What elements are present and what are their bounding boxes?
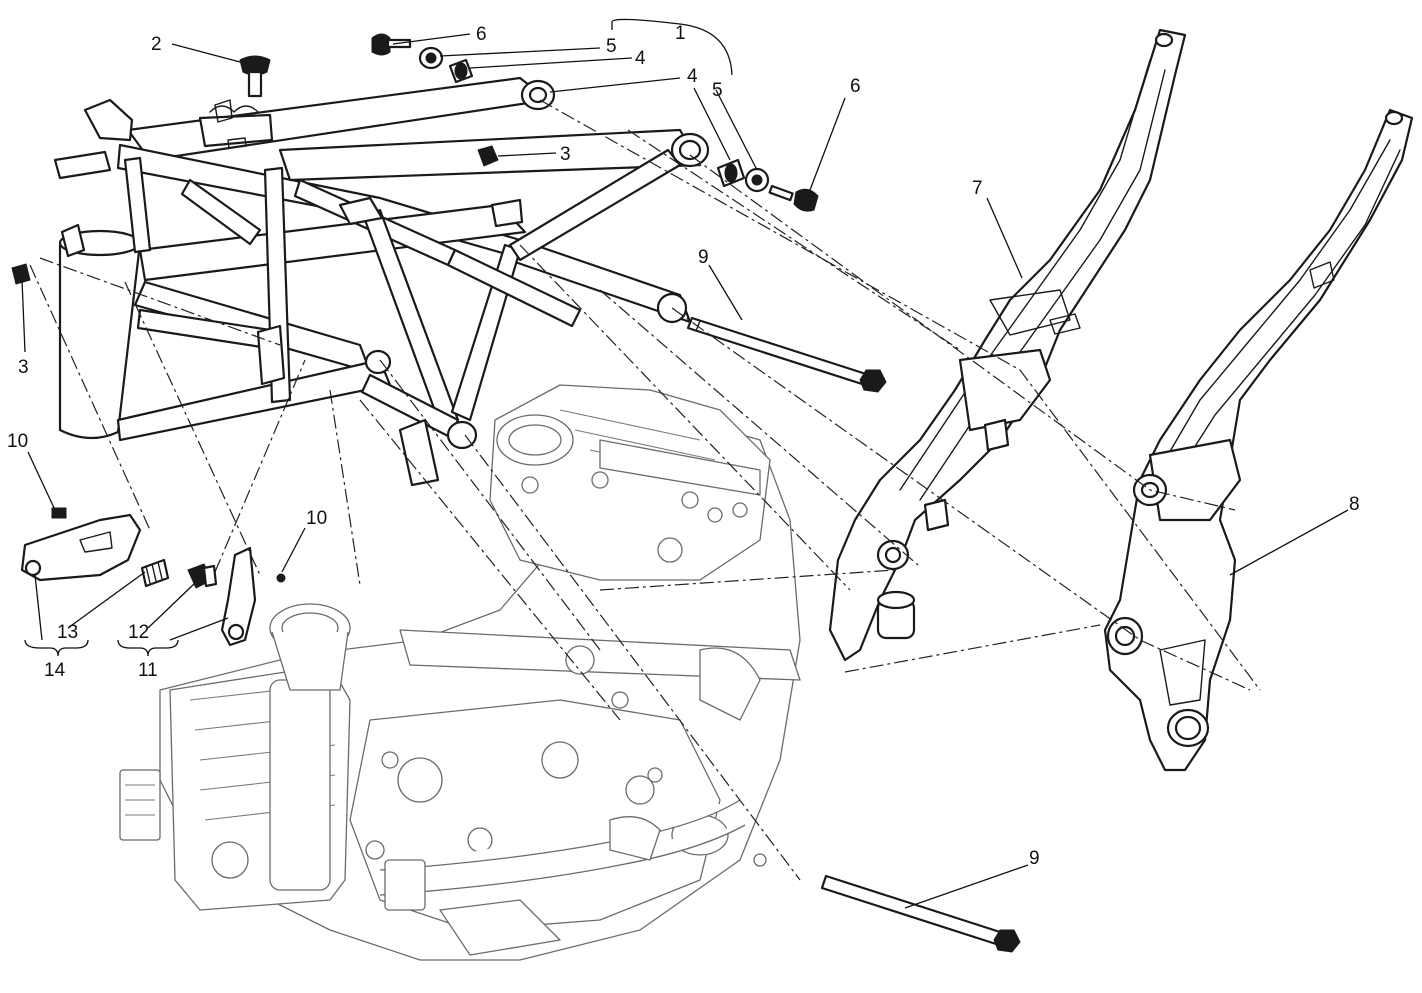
callout-9-upper: 9 [698, 247, 709, 268]
assembly-lines [29, 99, 1261, 881]
callout-5-right: 5 [712, 80, 723, 101]
left-bracket-assembly [20, 507, 170, 588]
callout-2: 2 [151, 34, 162, 55]
right-subframe [1103, 108, 1414, 772]
grommet-part [209, 55, 271, 113]
callout-4-upper: 4 [635, 48, 646, 69]
callout-10-left: 10 [7, 431, 28, 452]
left-subframe [828, 28, 1187, 662]
long-bolt-lower [820, 874, 1021, 953]
callout-3-left: 3 [18, 357, 29, 378]
callout-labels: 1 2 3 3 4 4 5 5 6 6 7 8 9 9 10 10 11 12 … [7, 23, 1360, 869]
mounting-hardware-group-2 [716, 158, 819, 212]
nut-parts [11, 145, 499, 285]
callout-6-right: 6 [850, 76, 861, 97]
long-bolt-upper [686, 316, 887, 393]
callout-3-upper: 3 [560, 144, 571, 165]
callout-14: 14 [44, 660, 66, 681]
engine-assembly [119, 384, 801, 961]
callout-13: 13 [57, 622, 78, 643]
callout-10-right: 10 [306, 508, 327, 529]
callout-12: 12 [128, 622, 149, 643]
callout-1: 1 [675, 23, 686, 44]
callout-7: 7 [972, 178, 983, 199]
callout-9-lower: 9 [1029, 848, 1040, 869]
right-bracket-assembly [187, 546, 286, 647]
mounting-hardware-group-1 [371, 33, 474, 84]
callout-11: 11 [138, 660, 158, 681]
trellis-frame [53, 76, 710, 487]
leader-lines [21, 18, 1349, 909]
callout-4-right: 4 [687, 66, 698, 87]
callout-6-upper: 6 [476, 24, 487, 45]
callout-5-upper: 5 [606, 36, 617, 57]
callout-8: 8 [1349, 494, 1360, 515]
